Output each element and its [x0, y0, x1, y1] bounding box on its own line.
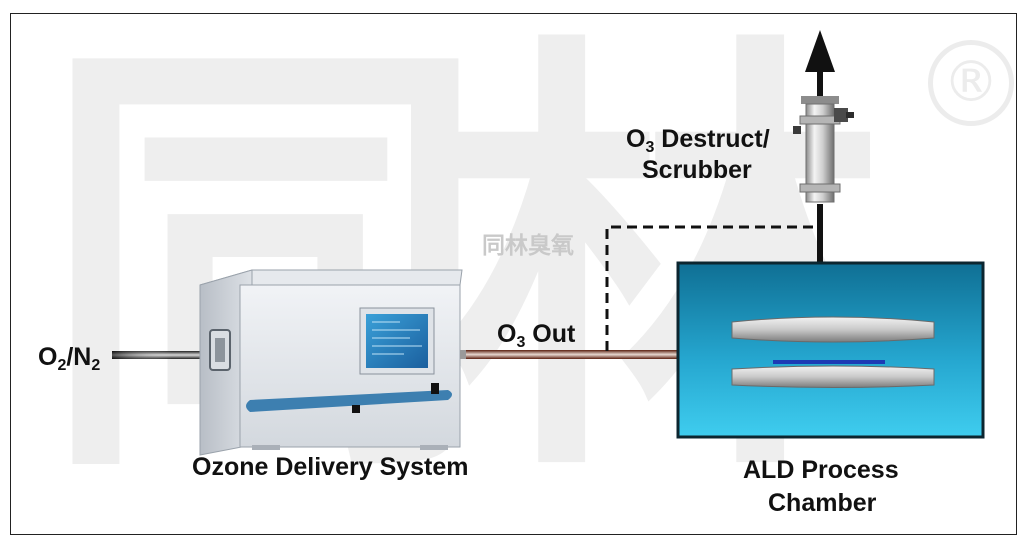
o3out-rest: Out — [525, 320, 576, 348]
watermark-registered-icon: ® — [928, 40, 1014, 126]
destruct-main: O — [626, 125, 646, 153]
o2n2-main: O — [38, 343, 58, 371]
o3out-main: O — [497, 320, 517, 348]
destruct-sub: 3 — [645, 139, 655, 156]
vent-arrow-up-icon — [805, 30, 835, 72]
watermark-text: 同林臭氧 — [482, 233, 574, 259]
label-ald-process: ALD Process — [743, 456, 899, 484]
o2n2-sub2: 2 — [91, 357, 101, 374]
diagram-frame — [10, 13, 1017, 535]
o3out-sub: 3 — [516, 334, 526, 351]
label-scrubber: Scrubber — [642, 156, 752, 184]
exhaust-line — [817, 204, 823, 264]
bypass-dashed-line — [605, 225, 815, 351]
o2n2-slash: /N — [66, 343, 92, 371]
label-o2-n2: O2/N2 — [38, 343, 100, 375]
screen-content — [372, 321, 422, 355]
label-o3-out: O3 Out — [497, 320, 575, 352]
inlet-pipe — [112, 351, 210, 359]
label-chamber: Chamber — [768, 489, 877, 517]
o2n2-sub1: 2 — [57, 357, 67, 374]
destruct-rest: Destruct/ — [654, 125, 770, 153]
label-o3-destruct: O3 Destruct/ — [626, 125, 770, 157]
label-ozone-delivery-system: Ozone Delivery System — [192, 453, 469, 481]
ozone-delivery-unit — [199, 269, 466, 456]
o3-scrubber — [793, 72, 854, 203]
ald-chamber — [676, 261, 985, 439]
o3-out-tube — [466, 350, 678, 359]
